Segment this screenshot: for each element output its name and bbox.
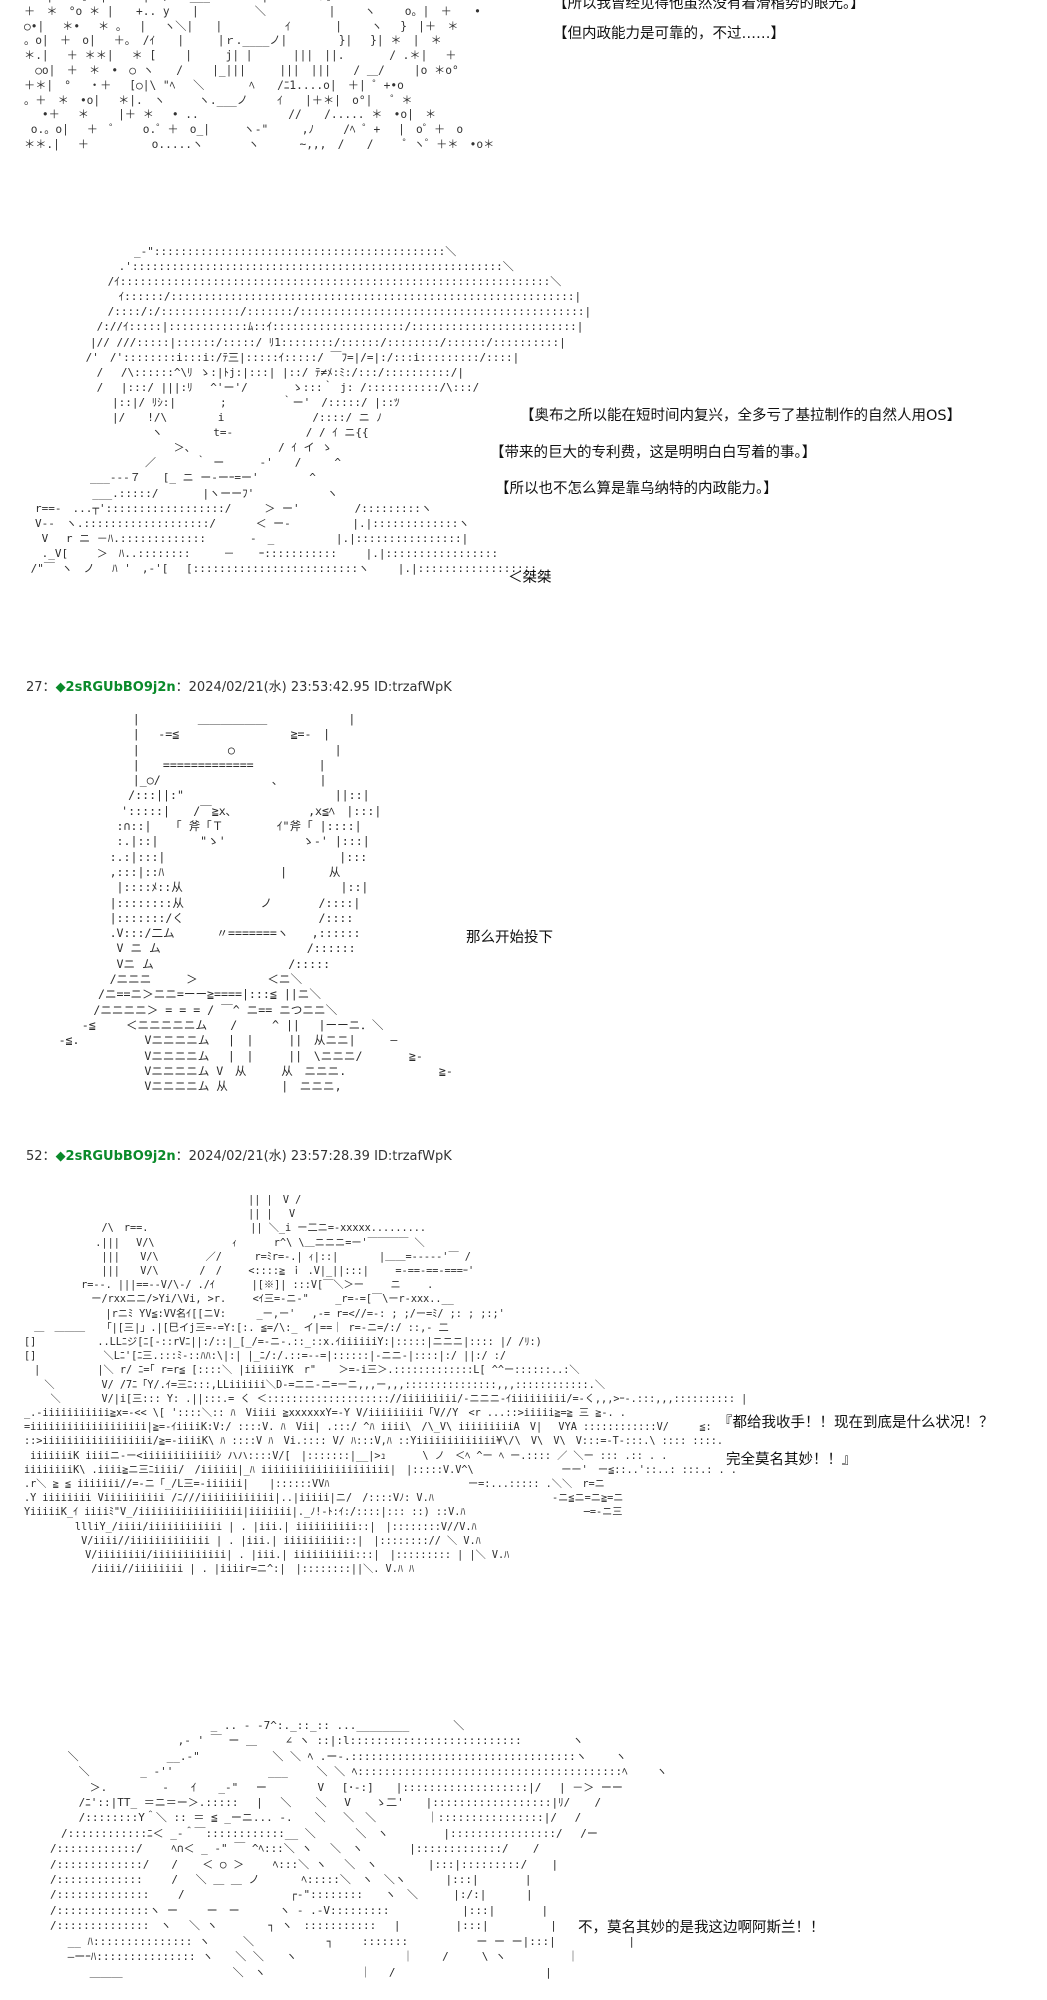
post-number: 27 <box>26 680 43 695</box>
dialogue-scene2-3: 【所以也不怎么算是靠乌纳特的内政能力。】 <box>495 481 778 497</box>
dialogue-top-1: 【所以我曾经见得他虽然没有着滑稽势的眼光。】 <box>553 0 865 12</box>
dialogue-scene4-2: 完全莫名其妙！！』 <box>726 1452 857 1468</box>
dialogue-scene2-sfx: ＜桀桀 <box>508 570 552 586</box>
post-sep: ： <box>42 680 56 695</box>
dialogue-top-2: 【但内政能力是可靠的，不过……】 <box>553 26 785 42</box>
post-trip[interactable]: ◆2sRGUbBO9j2n <box>55 680 176 695</box>
post-number: 52 <box>26 1149 43 1164</box>
dialogue-scene2-1: 【奥布之所以能在短时间内复兴，全多亏了基拉制作的自然人用OS】 <box>520 408 962 424</box>
ascii-art-character-cap: | ＿＿＿＿＿＿ | | -=≦ ≧=- | | ○ | | =========… <box>58 712 453 1094</box>
post-sep: ： <box>42 1149 56 1164</box>
post-trip[interactable]: ◆2sRGUbBO9j2n <box>55 1149 176 1164</box>
ascii-art-pilot-helmet: _ .. - -7^:._::_:: ...________ ＼ ,- ' ￣ … <box>50 1719 668 1979</box>
post-id: ID:trzafWpK <box>374 1149 452 1164</box>
post-date: ：2024/02/21(水) 23:57:28.39 <box>175 1149 370 1164</box>
post-id: ID:trzafWpK <box>374 680 452 695</box>
ascii-art-character-hat: _-":::::::::::::::::::::::::::::::::::::… <box>30 245 592 575</box>
ascii-art-starry: ＊＊| ° 。°| ＊ | ﾊ、 ___ | ヽ ＋。 ＊ ＋ ＊ °o ＊ |… <box>24 0 495 151</box>
post-header-52: 52：◆2sRGUbBO9j2n：2024/02/21(水) 23:57:28.… <box>26 1145 452 1164</box>
dialogue-scene5-1: 不，莫名其妙的是我这边啊阿斯兰！！ <box>578 1920 825 1936</box>
dialogue-scene4-1: 『都给我收手！！现在到底是什么状况！？ <box>718 1415 994 1431</box>
post-header-27: 27：◆2sRGUbBO9j2n：2024/02/21(水) 23:53:42.… <box>26 676 452 695</box>
dialogue-scene2-2: 【带来的巨大的专利费，这是明明白白写着的事。】 <box>490 445 817 461</box>
post-date: ：2024/02/21(水) 23:53:42.95 <box>175 680 370 695</box>
ascii-art-mobile-suit: || | V / || | V /\ r==. || ＼_i ー二ニ=-xxxx… <box>24 1195 748 1576</box>
dialogue-scene3-1: 那么开始投下 <box>466 930 553 946</box>
